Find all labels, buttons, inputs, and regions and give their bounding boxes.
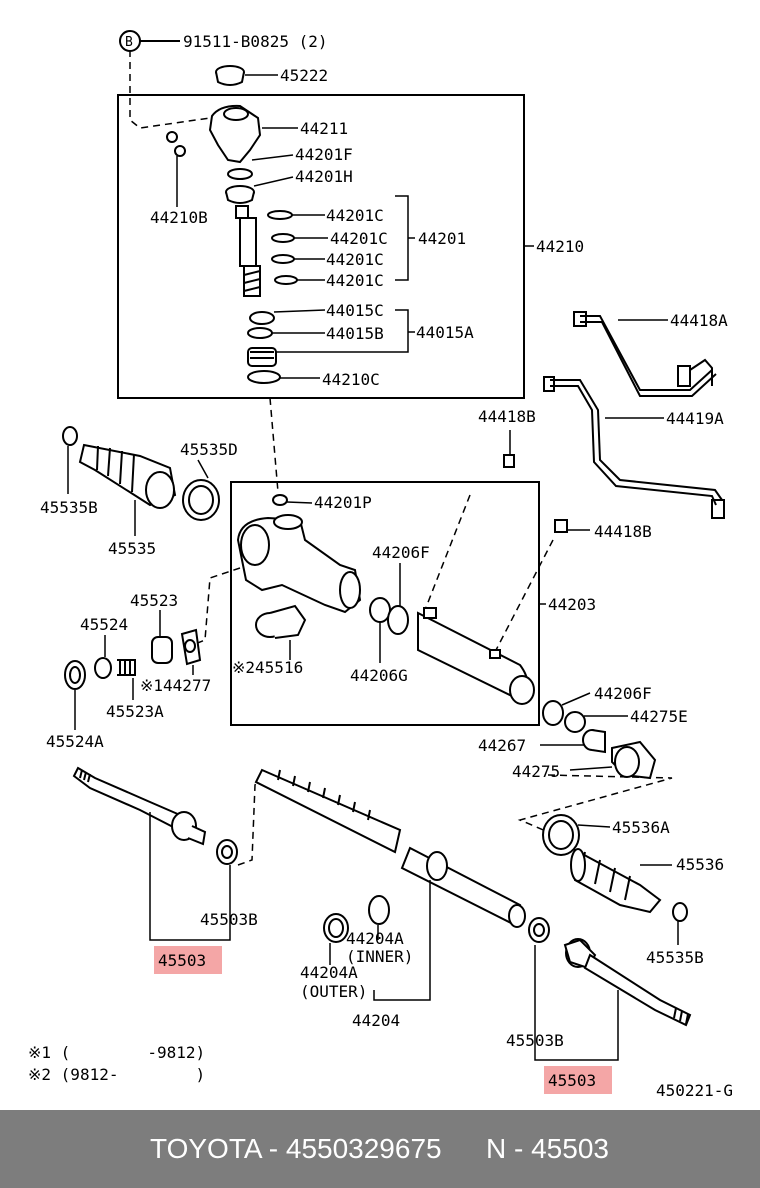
leaders-right-boot xyxy=(534,824,679,1061)
part-44201c-2: 44201C xyxy=(330,229,388,248)
right-boot-drawing xyxy=(528,814,692,1027)
note-1: ※1 ( -9812) xyxy=(28,1043,205,1062)
part-44211: 44211 xyxy=(300,119,348,138)
part-44204: 44204 xyxy=(352,1011,400,1030)
circle-b-label: B xyxy=(125,35,133,50)
part-44201c-3: 44201C xyxy=(326,250,384,269)
note-2: ※2 (9812- ) xyxy=(28,1065,205,1084)
label-inner: (INNER) xyxy=(346,947,413,966)
part-45535d: 45535D xyxy=(180,440,238,459)
part-44418a: 44418A xyxy=(670,311,728,330)
part-44201f: 44201F xyxy=(295,145,353,164)
part-44201p: 44201P xyxy=(314,493,372,512)
part-45503b-left: 45503B xyxy=(200,910,258,929)
part-44204a-inner: 44204A xyxy=(346,929,404,948)
footer-reference: N - 45503 xyxy=(486,1133,609,1164)
part-45222: 45222 xyxy=(280,66,328,85)
part-44275: 44275 xyxy=(512,762,560,781)
part-44206g: 44206G xyxy=(350,666,408,685)
leaders-housing xyxy=(286,501,546,663)
right-45503-highlight xyxy=(544,1066,612,1094)
pipes-drawing xyxy=(503,311,725,533)
part-44275e: 44275E xyxy=(630,707,688,726)
part-45503b-right: 45503B xyxy=(506,1031,564,1050)
part-45535b-right: 45535B xyxy=(646,948,704,967)
part-45535b-left: 45535B xyxy=(40,498,98,517)
part-44206f-right: 44206F xyxy=(594,684,652,703)
part-44203: 44203 xyxy=(548,595,596,614)
leaders-guide xyxy=(74,610,194,730)
leaders-pipes xyxy=(509,319,668,531)
part-45536: 45536 xyxy=(676,855,724,874)
valve-assembly-drawing xyxy=(119,30,298,384)
left-45503-highlight xyxy=(154,946,222,974)
part-45535: 45535 xyxy=(108,539,156,558)
leaders-right-end xyxy=(540,692,628,771)
part-44210: 44210 xyxy=(536,237,584,256)
rack-housing-drawing xyxy=(236,494,535,705)
part-44418b-right: 44418B xyxy=(594,522,652,541)
part-44210c: 44210C xyxy=(322,370,380,389)
right-end-parts-drawing xyxy=(542,700,657,780)
part-44210b: 44210B xyxy=(150,208,208,227)
part-45524: 45524 xyxy=(80,615,128,634)
leaders-rack xyxy=(329,880,431,1001)
part-44419a: 44419A xyxy=(666,409,724,428)
part-44267: 44267 xyxy=(478,736,526,755)
parts-diagram: B 91511-B0825 (2) 45222 44211 44201F 442… xyxy=(28,30,733,1100)
left-boot-drawing xyxy=(62,426,220,521)
part-45523: 45523 xyxy=(130,591,178,610)
part-45536a: 45536A xyxy=(612,818,670,837)
leaders-upper xyxy=(176,74,534,379)
part-44015b: 44015B xyxy=(326,324,384,343)
figure-code: 450221-G xyxy=(656,1081,733,1100)
leaders-left-tie-rod xyxy=(149,812,231,941)
housing-group-frame xyxy=(230,481,540,726)
rack-drawing xyxy=(254,768,526,943)
part-44201h: 44201H xyxy=(295,167,353,186)
part-44201: 44201 xyxy=(418,229,466,248)
part-45503-right: 45503 xyxy=(548,1071,596,1090)
part-45524a: 45524A xyxy=(46,732,104,751)
part-45523a: 45523A xyxy=(106,702,164,721)
guide-parts-drawing xyxy=(64,628,202,690)
part-45503-left: 45503 xyxy=(158,951,206,970)
part-44204a-outer: 44204A xyxy=(300,963,358,982)
left-tie-rod-drawing xyxy=(72,766,238,865)
part-44206f-top: 44206F xyxy=(372,543,430,562)
label-outer: (OUTER) xyxy=(300,982,367,1001)
leaders-left-boot xyxy=(67,446,209,536)
part-91511: 91511-B0825 (2) xyxy=(183,32,328,51)
part-44015c: 44015C xyxy=(326,301,384,320)
part-44418b-top: 44418B xyxy=(478,407,536,426)
part-44201c-4: 44201C xyxy=(326,271,384,290)
part-44277: ※144277 xyxy=(140,676,211,695)
part-44015a: 44015A xyxy=(416,323,474,342)
part-44201c-1: 44201C xyxy=(326,206,384,225)
footer-brand-part-number: TOYOTA - 4550329675 xyxy=(150,1133,442,1164)
part-45516: ※245516 xyxy=(232,658,303,677)
footer-bar: TOYOTA - 4550329675 N - 45503 xyxy=(0,1110,760,1188)
